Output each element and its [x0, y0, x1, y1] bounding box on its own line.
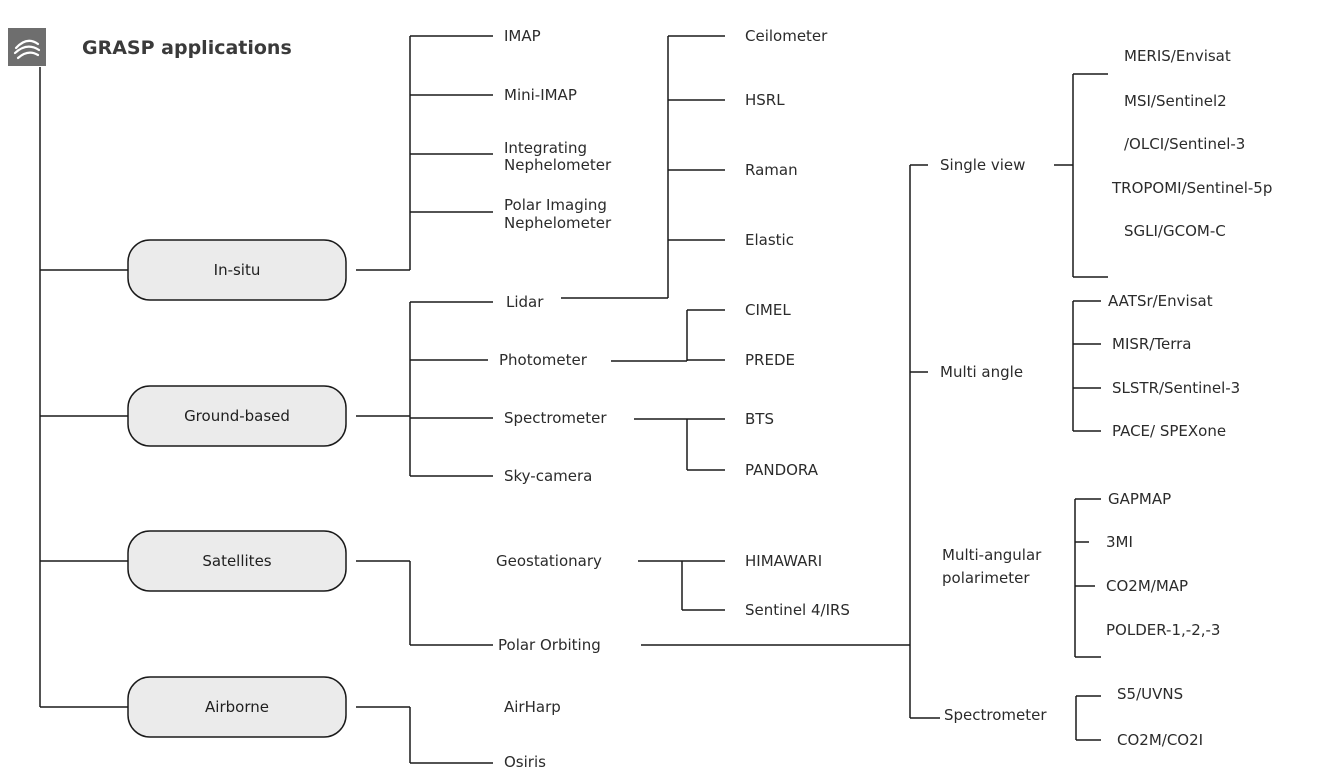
node-msi-sentinel2: MSI/Sentinel2: [1124, 92, 1227, 110]
category-label: Ground-based: [184, 407, 290, 425]
in-situ-branch: IMAP Mini-IMAP Integrating Nephelometer …: [356, 27, 612, 271]
node-pace-spexone: PACE/ SPEXone: [1112, 422, 1226, 440]
node-misr-terra: MISR/Terra: [1112, 335, 1191, 353]
node-polar-imaging-line2: Nephelometer: [504, 214, 612, 232]
node-raman: Raman: [745, 161, 798, 179]
wave-logo-stroke-1: [14, 39, 40, 50]
node-aatsr-envisat: AATSr/Envisat: [1108, 292, 1213, 310]
single-view-branch: MERIS/Envisat MSI/Sentinel2 /OLCI/Sentin…: [1054, 47, 1272, 278]
node-meris-envisat: MERIS/Envisat: [1124, 47, 1231, 65]
node-sky-camera: Sky-camera: [504, 467, 592, 485]
node-sgli-gcom-c: SGLI/GCOM-C: [1124, 222, 1226, 240]
node-single-view: Single view: [940, 156, 1025, 174]
category-box: [127, 239, 347, 301]
node-s5-uvns: S5/UVNS: [1117, 685, 1183, 703]
ground-spectrometer-branch: BTS PANDORA: [634, 410, 819, 479]
node-tropomi-sentinel-5p: TROPOMI/Sentinel-5p: [1111, 179, 1272, 197]
node-elastic: Elastic: [745, 231, 794, 249]
node-ceilometer: Ceilometer: [745, 27, 828, 45]
category-in-situ: In-situ: [127, 239, 347, 301]
geostationary-branch: HIMAWARI Sentinel 4/IRS: [638, 552, 850, 619]
node-olci-sentinel-3: /OLCI/Sentinel-3: [1124, 135, 1245, 153]
node-multi-angular-line2: polarimeter: [942, 569, 1030, 587]
header: GRASP applications: [8, 28, 292, 66]
root-connectors: [39, 67, 128, 708]
node-mini-imap: Mini-IMAP: [504, 86, 577, 104]
airborne-branch: AirHarp Osiris: [356, 698, 561, 769]
node-3mi: 3MI: [1106, 533, 1133, 551]
node-bts: BTS: [745, 410, 774, 428]
node-cimel: CIMEL: [745, 301, 791, 319]
node-spectrometer: Spectrometer: [504, 409, 607, 427]
node-co2m-map: CO2M/MAP: [1106, 577, 1188, 595]
satellite-spectrometer-branch: S5/UVNS CO2M/CO2I: [1075, 685, 1203, 749]
category-box: [127, 530, 347, 592]
node-slstr-sentinel-3: SLSTR/Sentinel-3: [1112, 379, 1240, 397]
node-gapmap: GAPMAP: [1108, 490, 1171, 508]
multi-angle-branch: AATSr/Envisat MISR/Terra SLSTR/Sentinel-…: [1072, 292, 1240, 440]
node-multi-angular-line1: Multi-angular: [942, 546, 1042, 564]
category-label: In-situ: [214, 261, 261, 279]
category-ground-based: Ground-based: [127, 385, 347, 447]
node-airharp: AirHarp: [504, 698, 561, 716]
category-label: Airborne: [205, 698, 269, 716]
category-box: [127, 385, 347, 447]
node-integrating-line1: Integrating: [504, 139, 587, 157]
node-co2m-co2i: CO2M/CO2I: [1117, 731, 1203, 749]
wave-logo-stroke-3: [16, 51, 40, 60]
page-title: GRASP applications: [82, 37, 292, 59]
category-satellites: Satellites: [127, 530, 347, 592]
node-polder: POLDER-1,-2,-3: [1106, 621, 1220, 639]
node-photometer: Photometer: [499, 351, 588, 369]
node-spectrometer-satellite: Spectrometer: [944, 706, 1047, 724]
polar-orbiting-branch: Single view Multi angle Multi-angular po…: [641, 156, 1047, 724]
node-polar-imaging-line1: Polar Imaging: [504, 196, 607, 214]
wave-logo-stroke-2: [13, 45, 41, 55]
category-label: Satellites: [202, 552, 271, 570]
node-imap: IMAP: [504, 27, 541, 45]
node-polar-orbiting: Polar Orbiting: [498, 636, 601, 654]
node-osiris: Osiris: [504, 753, 546, 769]
category-box: [127, 676, 347, 738]
category-airborne: Airborne: [127, 676, 347, 738]
node-integrating-line2: Nephelometer: [504, 156, 612, 174]
node-sentinel-4-irs: Sentinel 4/IRS: [745, 601, 850, 619]
node-hsrl: HSRL: [745, 91, 785, 109]
photometer-branch: CIMEL PREDE: [611, 301, 795, 369]
ground-based-branch: Lidar Photometer Spectrometer Sky-camera: [356, 293, 607, 485]
node-multi-angle: Multi angle: [940, 363, 1023, 381]
node-geostationary: Geostationary: [496, 552, 602, 570]
node-lidar: Lidar: [506, 293, 544, 311]
node-pandora: PANDORA: [745, 461, 819, 479]
lidar-branch: Ceilometer HSRL Raman Elastic: [561, 27, 828, 299]
node-prede: PREDE: [745, 351, 795, 369]
polarimeter-branch: GAPMAP 3MI CO2M/MAP POLDER-1,-2,-3: [1074, 490, 1220, 658]
node-himawari: HIMAWARI: [745, 552, 822, 570]
satellites-branch: Geostationary Polar Orbiting: [356, 552, 602, 654]
